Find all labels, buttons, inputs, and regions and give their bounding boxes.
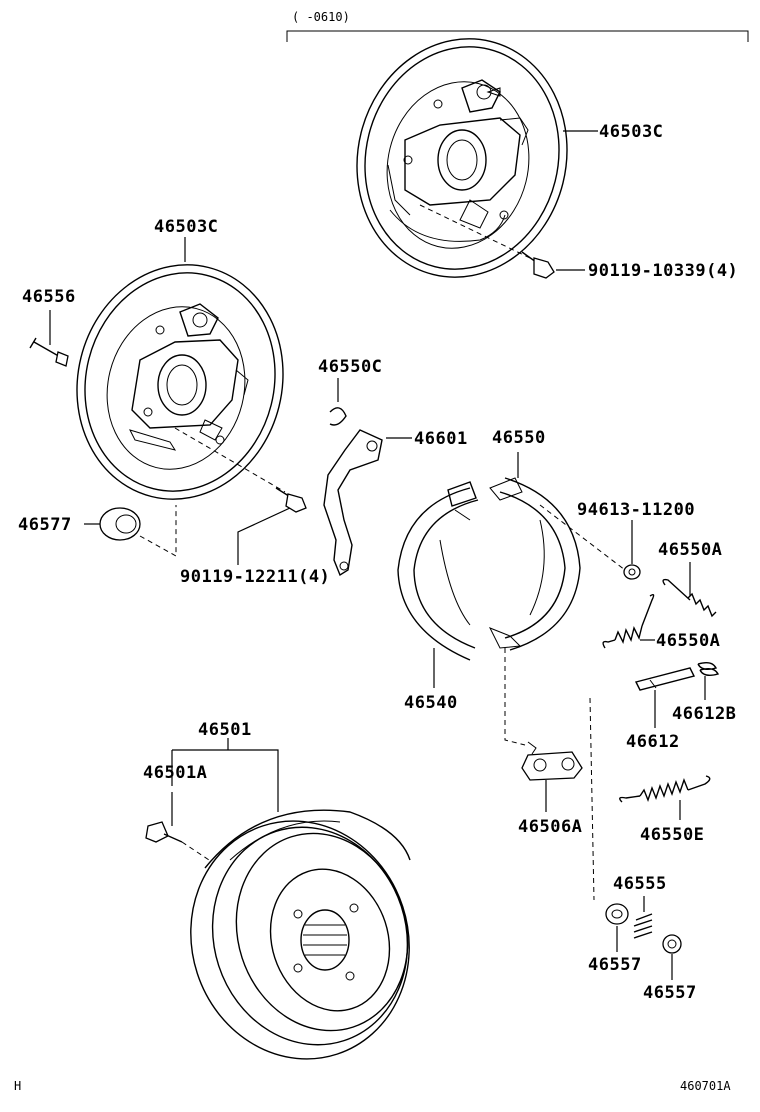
label-46550A-1: 46550A — [658, 540, 722, 560]
label-46550E: 46550E — [640, 825, 704, 845]
brake-drum-46501: 46501 — [172, 720, 411, 1060]
label-46550A-2: 46550A — [656, 631, 720, 651]
label-46601: 46601 — [414, 429, 468, 449]
label-94613-11200: 94613-11200 — [577, 500, 695, 520]
wheel-cylinder-46506A: 46506A — [504, 648, 583, 837]
label-90119-12211: 90119-12211(4) — [180, 567, 330, 587]
label-46612: 46612 — [626, 732, 680, 752]
footer-code: H — [14, 1079, 21, 1093]
washer-46557-left: 46557 — [588, 903, 642, 975]
figure-id: 460701A — [680, 1079, 731, 1093]
bolt-46556: 46556 — [22, 287, 76, 367]
backing-plate-left: 46503C — [76, 217, 284, 500]
spring-46612B: 46612B — [672, 661, 736, 724]
label-46550: 46550 — [492, 428, 546, 448]
label-46506A: 46506A — [518, 817, 582, 837]
label-46503C-top: 46503C — [599, 122, 663, 142]
label-46503C-left: 46503C — [154, 217, 218, 237]
bolt-46501A: 46501A — [143, 750, 213, 863]
plug-46577: 46577 — [18, 505, 177, 557]
spring-46550E: 46550E — [619, 775, 711, 845]
label-46540: 46540 — [404, 693, 458, 713]
brake-shoe-46550: 46550 46540 — [397, 428, 581, 713]
label-46612B: 46612B — [672, 704, 736, 724]
spring-46550A-lower: 46550A — [602, 593, 720, 651]
label-46557-2: 46557 — [643, 983, 697, 1003]
strut-46612: 46612 — [626, 667, 696, 752]
spring-46550A-upper: 46550A — [658, 540, 722, 618]
clip-46550C: 46550C — [318, 357, 382, 426]
label-46555: 46555 — [613, 874, 667, 894]
lever-46601: 46601 — [323, 429, 468, 577]
header-bracket: ( -0610) — [286, 10, 749, 42]
label-90119-10339: 90119-10339(4) — [588, 261, 738, 281]
washer-94613-11200: 94613-11200 — [539, 500, 695, 580]
bolt-90119-10339: 90119-10339(4) — [419, 204, 738, 281]
label-46501A: 46501A — [143, 763, 207, 783]
bolt-90119-12211: 90119-12211(4) — [174, 427, 330, 587]
label-46577: 46577 — [18, 515, 72, 535]
spring-46555: 46555 — [589, 697, 667, 939]
label-46501: 46501 — [198, 720, 252, 740]
backing-plate-top: 46503C — [356, 38, 663, 278]
label-46556: 46556 — [22, 287, 76, 307]
label-46550C: 46550C — [318, 357, 382, 377]
range-note: ( -0610) — [292, 10, 350, 24]
label-46557-1: 46557 — [588, 955, 642, 975]
washer-46557-right: 46557 — [643, 934, 697, 1003]
